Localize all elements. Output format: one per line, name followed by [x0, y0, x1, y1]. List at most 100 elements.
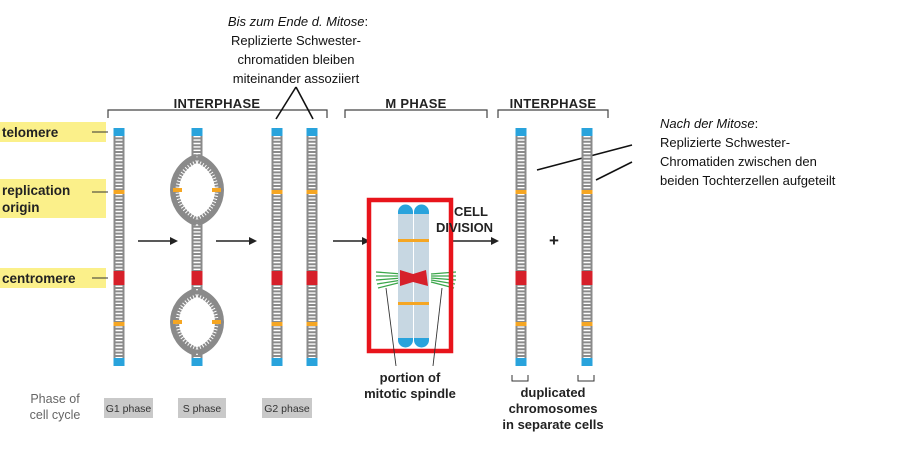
telomere-top: [113, 128, 125, 136]
annotation-right: Nach der Mitose: Replizierte Schwester- …: [536, 116, 836, 188]
mitotic-telomere-bottom-left: [398, 338, 413, 348]
chromosome-s-phase: [170, 128, 224, 366]
arrow-g2-to-m: [333, 237, 370, 245]
annotation-right-pointer-right: [595, 161, 633, 181]
arrow-g1-to-s: [138, 237, 178, 245]
plus-sign: +: [549, 231, 559, 250]
spindle-fiber: [375, 277, 403, 281]
phase-chip-s-bg: [178, 398, 226, 418]
arrow-division-head: [491, 237, 499, 245]
spindle-caption-line1: portion of: [380, 370, 441, 385]
origin-band-bubble: [173, 188, 182, 192]
annotation-top: Bis zum Ende d. Mitose: Replizierte Schw…: [228, 14, 368, 120]
annotation-top-line1: Bis zum Ende d. Mitose:: [228, 14, 368, 29]
replication-origin-label-highlight: [0, 179, 106, 218]
mitotic-origin-band: [398, 302, 429, 305]
centromere-band: [581, 271, 593, 285]
centromere-label-highlight: [0, 268, 106, 288]
centromere-band: [515, 271, 527, 285]
duplicated-caption-line2: chromosomes: [509, 401, 598, 416]
interphase-right-heading: INTERPHASE: [510, 96, 597, 111]
phase-chip-g2: G2 phase: [262, 398, 312, 418]
duplicated-caption-line3: in separate cells: [502, 417, 603, 432]
origin-band-upper: [515, 190, 527, 194]
chromosome-4: [515, 128, 527, 366]
phase-chip-g2-label: G2 phase: [264, 403, 310, 415]
annotation-top-line4: miteinander assoziiert: [233, 71, 360, 86]
telomere-bottom: [581, 358, 593, 366]
annotation-top-line1-suffix: :: [364, 14, 368, 29]
label-centromere: centromere: [0, 268, 106, 288]
phase-of-cell-cycle-line2: cell cycle: [30, 408, 81, 422]
arrow-g2-to-m-head: [362, 237, 370, 245]
centromere-label: centromere: [2, 271, 76, 286]
centromere-band: [113, 271, 125, 285]
spindle-caption-line2: mitotic spindle: [364, 386, 456, 401]
annotation-top-line2: Replizierte Schwester-: [231, 33, 361, 48]
annotation-top-line3: chromatiden bleiben: [237, 52, 354, 67]
duplicated-bracket-left: [511, 375, 529, 382]
mitotic-telomere-bottom-right: [414, 338, 429, 348]
arrow-division: [452, 237, 499, 245]
mitotic-chromosome-figure: [366, 197, 457, 367]
cell-division-line2: DIVISION: [436, 220, 493, 235]
telomere-bottom: [306, 358, 318, 366]
chromosome-3: [306, 128, 318, 366]
arrow-s-to-g2-head: [249, 237, 257, 245]
label-telomere: telomere: [0, 122, 106, 142]
phase-chip-g1-label: G1 phase: [106, 403, 152, 415]
chromatid-body: [581, 128, 593, 366]
replication-label-line2: origin: [2, 200, 40, 215]
chromosome-2: [271, 128, 283, 366]
label-replication-origin: replication origin: [0, 179, 106, 218]
annotation-right-line2: Replizierte Schwester-: [660, 135, 790, 150]
phase-chip-g1: G1 phase: [104, 398, 153, 418]
duplicated-bracket-right: [577, 375, 595, 382]
spindle-fiber: [376, 279, 403, 285]
origin-band-lower: [581, 322, 593, 326]
chromatid-body: [515, 128, 527, 366]
annotation-top-pointer-left: [275, 86, 297, 120]
telomere-top: [191, 128, 203, 136]
spindle-fiber: [375, 271, 403, 275]
arrow-g1-to-s-head: [170, 237, 178, 245]
telomere-top: [515, 128, 527, 136]
mitotic-telomere-top-right: [414, 204, 429, 214]
origin-band-lower: [113, 322, 125, 326]
m-phase-bracket: [344, 109, 488, 118]
centromere-band: [191, 271, 203, 285]
origin-band-lower: [515, 322, 527, 326]
telomere-label-highlight: [0, 122, 106, 142]
phase-chip-g2-bg: [262, 398, 312, 418]
chromatid-body: [113, 128, 125, 366]
telomere-bottom: [271, 358, 283, 366]
chromosome-1: [113, 128, 125, 366]
chromatid-body: [306, 128, 318, 366]
spindle-leader-left: [385, 287, 397, 367]
replication-label-line1: replication: [2, 183, 70, 198]
centromere-band: [306, 271, 318, 285]
mitotic-highlight-box: [366, 197, 454, 354]
phase-chip-s-label: S phase: [183, 403, 222, 415]
origin-band-lower: [306, 322, 318, 326]
mitotic-telomere-top-left: [398, 204, 413, 214]
interphase-right-bracket: [497, 109, 609, 118]
annotation-top-line1-italic: Bis zum Ende d. Mitose: [228, 14, 365, 29]
interphase-left-bracket: [107, 109, 328, 118]
origin-band-upper: [113, 190, 125, 194]
m-phase-heading: M PHASE: [385, 96, 446, 111]
origin-band-bubble: [173, 320, 182, 324]
spindle-leader-right: [432, 287, 443, 367]
annotation-right-line1: Nach der Mitose:: [660, 116, 758, 131]
cell-division-line1: CELL: [454, 204, 488, 219]
chromosome-group: [113, 128, 593, 366]
chromosome-5: [581, 128, 593, 366]
origin-band-bubble: [212, 320, 221, 324]
annotation-right-line1-italic: Nach der Mitose: [660, 116, 755, 131]
duplicated-caption-line1: duplicated: [520, 385, 585, 400]
mitotic-centromere: [400, 270, 428, 286]
telomere-top: [581, 128, 593, 136]
bubble-gap: [190, 162, 204, 218]
